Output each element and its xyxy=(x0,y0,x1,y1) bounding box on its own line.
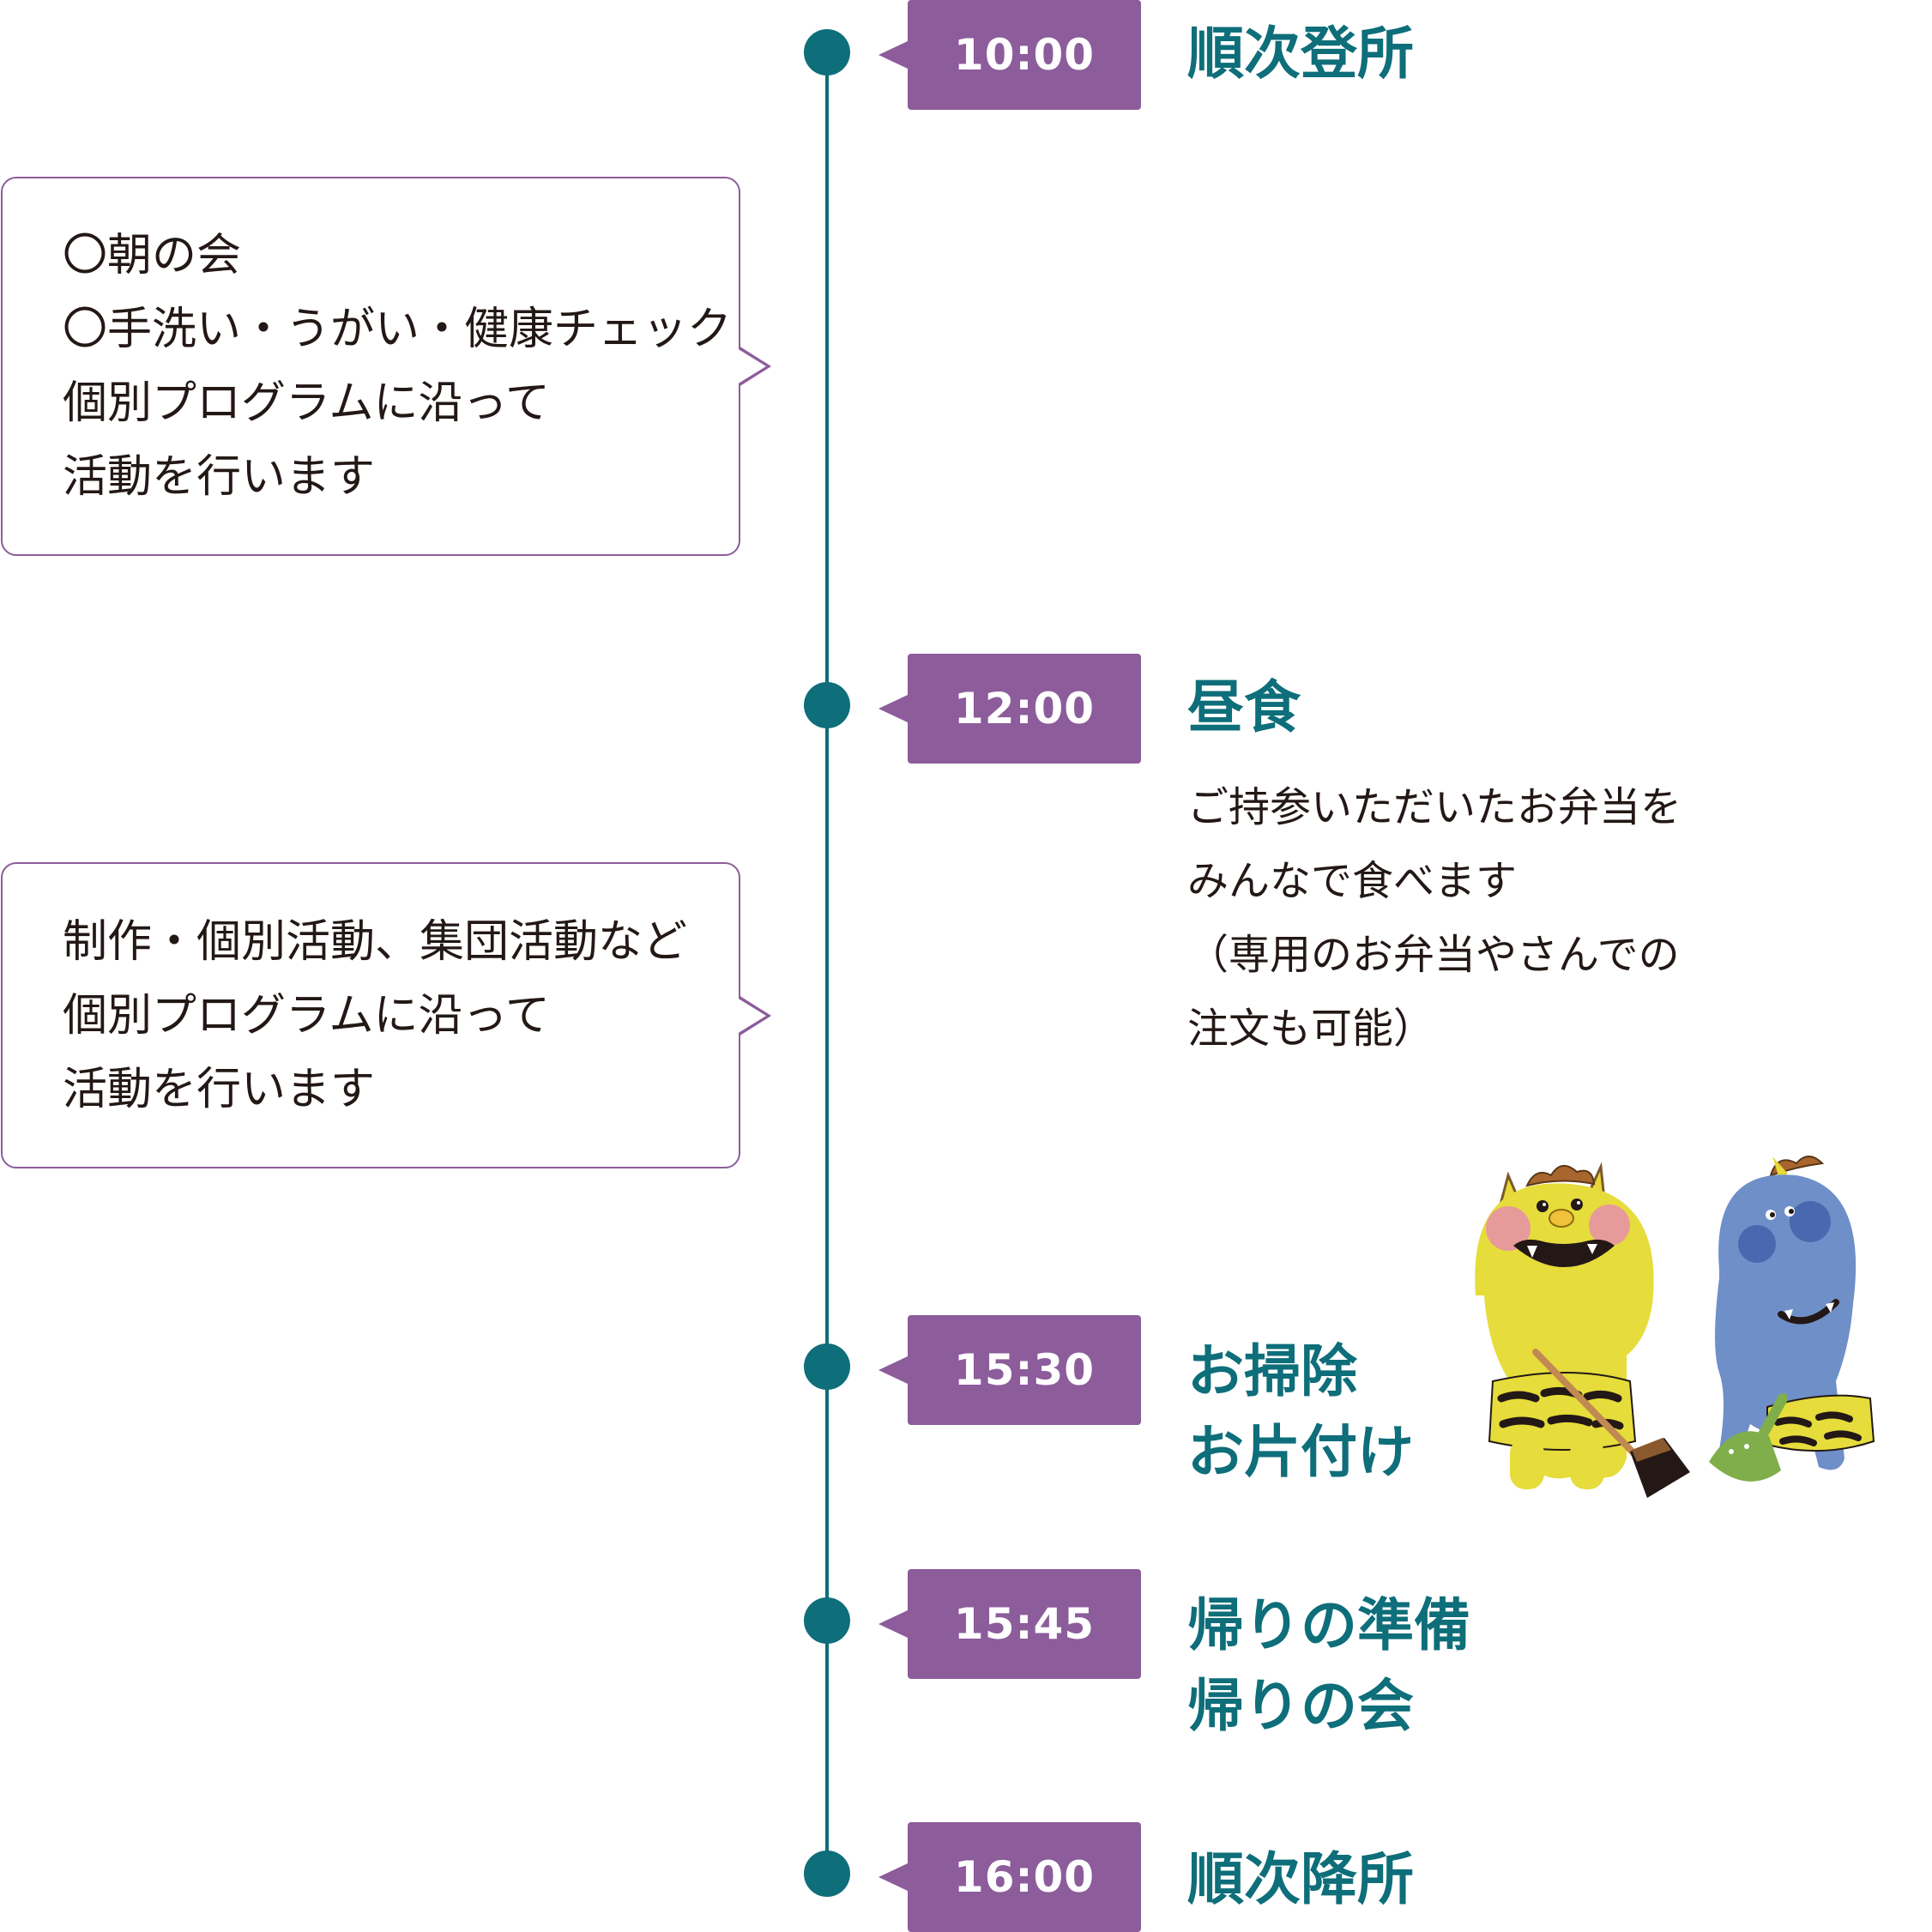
timeline-line xyxy=(825,51,829,1875)
description-line: みんなで食べます xyxy=(1187,857,1518,905)
blue-oni-icon xyxy=(1715,1156,1875,1470)
time-badge: 10:00 xyxy=(878,0,1141,110)
schedule-title: 順次降所 xyxy=(1187,1839,1414,1920)
callout-line: 活動を行います xyxy=(63,451,376,503)
callout-line: 〇朝の会 xyxy=(63,230,242,281)
time-badge: 15:45 xyxy=(878,1569,1141,1679)
time-badge: 12:00 xyxy=(878,654,1141,764)
time-badge: 15:30 xyxy=(878,1315,1141,1425)
description-line: 注文も可能） xyxy=(1187,1005,1435,1053)
timeline-dot xyxy=(804,1850,850,1897)
activity-callout: 〇朝の会 〇手洗い・うがい・健康チェック 個別プログラムに沿って 活動を行います xyxy=(1,177,771,556)
broom-icon xyxy=(1532,1349,1690,1498)
callout-line: 活動を行います xyxy=(63,1064,376,1115)
timeline-dot xyxy=(804,682,850,728)
schedule-title-line: 昼食 xyxy=(1187,674,1301,740)
callout-line: 個別プログラムに沿って xyxy=(63,990,550,1041)
callout-line: 〇手洗い・うがい・健康チェック xyxy=(63,304,733,355)
schedule-title: 昼食 xyxy=(1187,667,1301,748)
schedule-title-line: 順次登所 xyxy=(1187,21,1414,87)
schedule-title: 順次登所 xyxy=(1187,14,1414,94)
activity-callout: 制作・個別活動、集団活動など 個別プログラムに沿って 活動を行います xyxy=(1,862,771,1168)
schedule-title: お掃除 お片付け xyxy=(1187,1331,1414,1493)
callout-line: 制作・個別活動、集団活動など xyxy=(63,916,688,968)
yellow-oni-icon xyxy=(1475,1162,1654,1489)
time-badge: 16:00 xyxy=(878,1822,1141,1932)
callout-tail xyxy=(737,346,771,387)
lunch-description: ご持参いただいたお弁当を みんなで食べます （専用のお弁当やさんでの 注文も可能… xyxy=(1187,770,1681,1066)
callout-text: 制作・個別活動、集団活動など 個別プログラムに沿って 活動を行います xyxy=(63,905,687,1126)
callout-text: 〇朝の会 〇手洗い・うがい・健康チェック 個別プログラムに沿って 活動を行います xyxy=(63,219,732,514)
schedule-title-line: 順次降所 xyxy=(1187,1846,1414,1912)
dustpan-icon xyxy=(1709,1393,1788,1482)
timeline-dot xyxy=(804,1343,850,1390)
description-line: ご持参いただいたお弁当を xyxy=(1187,783,1682,831)
schedule-title-line: 帰りの会 xyxy=(1187,1673,1414,1739)
schedule-title-line: お片付け xyxy=(1187,1419,1414,1485)
schedule-title-line: 帰りの準備 xyxy=(1187,1592,1470,1658)
schedule-title-line: お掃除 xyxy=(1187,1338,1357,1404)
callout-tail xyxy=(737,994,771,1036)
description-line: （専用のお弁当やさんでの xyxy=(1187,931,1680,979)
timeline-dot xyxy=(804,29,850,75)
callout-line: 個別プログラムに沿って xyxy=(63,377,550,429)
timeline-dot xyxy=(804,1597,850,1644)
oni-characters-cleaning-illustration xyxy=(1475,1156,1875,1498)
schedule-title: 帰りの準備 帰りの会 xyxy=(1187,1585,1470,1747)
